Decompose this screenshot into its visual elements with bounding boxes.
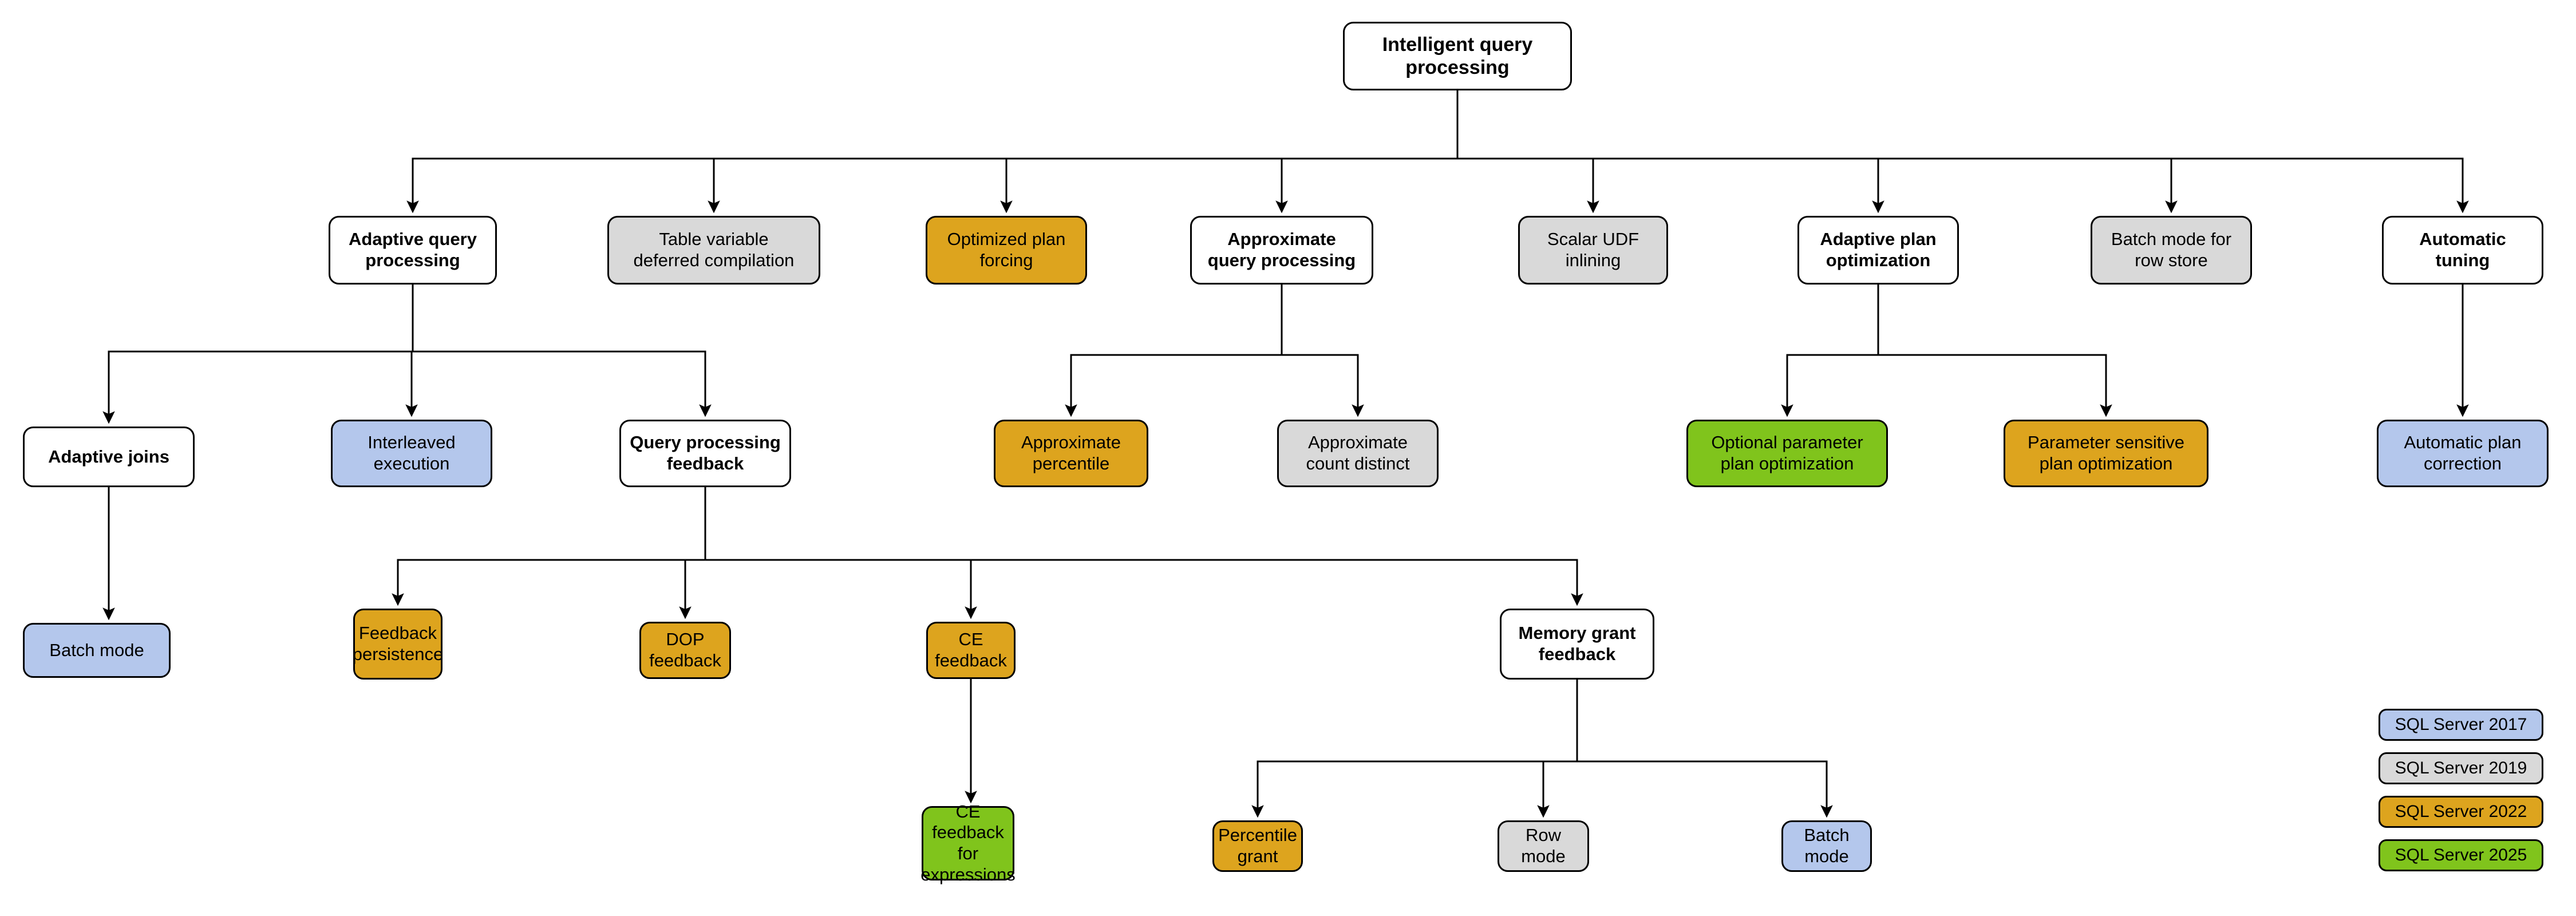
node-apct[interactable]: Approximate percentile <box>994 420 1148 487</box>
edge-mgf-to-rmode <box>1537 680 1578 818</box>
edge-qpf-to-mgf <box>704 487 1583 606</box>
edge-apo-to-pspo <box>1877 285 2112 417</box>
node-oppo[interactable]: Optional parameter plan optimization <box>1686 420 1888 487</box>
legend-item-sql-server-2019: SQL Server 2019 <box>2379 752 2543 784</box>
edge-qpf-to-cef <box>704 487 977 619</box>
edge-iqp-to-at <box>1456 90 2469 214</box>
node-aqp[interactable]: Adaptive query processing <box>329 216 497 285</box>
node-bmode2[interactable]: Batch mode <box>1781 820 1872 872</box>
node-pgrant[interactable]: Percentile grant <box>1212 820 1303 872</box>
node-bmode1[interactable]: Batch mode <box>23 623 171 678</box>
edge-paths <box>102 90 2469 818</box>
node-aqpr[interactable]: Approximate query processing <box>1190 216 1373 285</box>
edge-iqp-to-tvdc <box>708 90 1459 214</box>
node-iqp[interactable]: Intelligent query processing <box>1343 22 1572 90</box>
node-bmrs[interactable]: Batch mode for row store <box>2091 216 2252 285</box>
node-opf[interactable]: Optimized plan forcing <box>926 216 1087 285</box>
edge-qpf-to-fpers <box>392 487 706 606</box>
node-at[interactable]: Automatic tuning <box>2382 216 2543 285</box>
node-rmode[interactable]: Row mode <box>1498 820 1589 872</box>
node-apo[interactable]: Adaptive plan optimization <box>1797 216 1959 285</box>
node-acd[interactable]: Approximate count distinct <box>1277 420 1439 487</box>
edge-apo-to-oppo <box>1781 285 1879 417</box>
node-tvdc[interactable]: Table variable deferred compilation <box>607 216 820 285</box>
edge-aqpr-to-apct <box>1065 285 1283 417</box>
node-dopf[interactable]: DOP feedback <box>639 622 731 679</box>
legend-item-sql-server-2022: SQL Server 2022 <box>2379 796 2543 828</box>
edge-iqp-to-opf <box>1000 90 1459 214</box>
node-ajoins[interactable]: Adaptive joins <box>23 427 195 487</box>
edge-aqp-to-ajoins <box>102 285 414 424</box>
node-iexec[interactable]: Interleaved execution <box>331 420 492 487</box>
node-sudf[interactable]: Scalar UDF inlining <box>1518 216 1668 285</box>
edge-iqp-to-aqp <box>406 90 1459 214</box>
node-cefe[interactable]: CE feedback for expressions <box>920 801 1016 885</box>
legend-item-sql-server-2017: SQL Server 2017 <box>2379 709 2543 741</box>
legend-item-sql-server-2025: SQL Server 2025 <box>2379 839 2543 871</box>
node-pspo[interactable]: Parameter sensitive plan optimization <box>2004 420 2208 487</box>
edge-iqp-to-bmrs <box>1456 90 2178 214</box>
node-fpers[interactable]: Feedback persistence <box>353 609 443 680</box>
edge-mgf-to-bmode2 <box>1576 680 1833 818</box>
edge-mgf-to-pgrant <box>1251 680 1578 818</box>
edge-iqp-to-sudf <box>1456 90 1599 214</box>
node-mgf[interactable]: Memory grant feedback <box>1500 609 1654 680</box>
edge-aqpr-to-acd <box>1281 285 1364 417</box>
edge-aqp-to-qpf <box>412 285 712 417</box>
node-cef[interactable]: CE feedback <box>926 622 1016 679</box>
edge-iqp-to-apo <box>1456 90 1884 214</box>
edge-iqp-to-aqpr <box>1275 90 1459 214</box>
node-qpf[interactable]: Query processing feedback <box>619 420 791 487</box>
edge-qpf-to-dopf <box>679 487 706 619</box>
node-apc[interactable]: Automatic plan correction <box>2377 420 2549 487</box>
